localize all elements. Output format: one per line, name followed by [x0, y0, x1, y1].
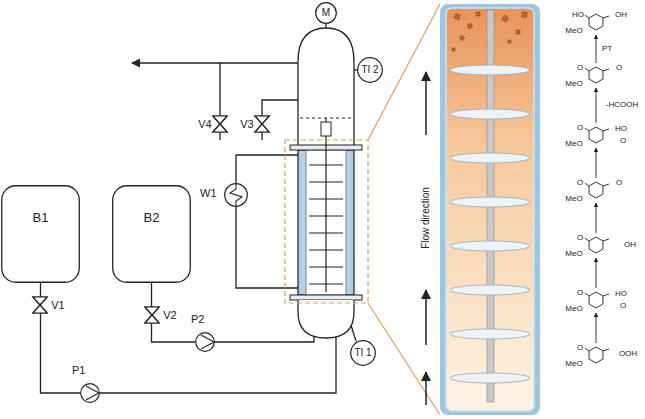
- chem-label: O: [577, 124, 583, 132]
- node-label: P2: [191, 314, 204, 325]
- valve-label: V1: [51, 300, 64, 311]
- temperature-indicator: TI 1: [350, 340, 376, 366]
- chem-label: MeO: [565, 80, 582, 88]
- flow-label: Flow direction: [421, 187, 431, 249]
- node-label: M: [322, 8, 330, 18]
- valve-label: V2: [163, 310, 176, 321]
- reactor-column: [290, 28, 362, 338]
- chem-label: MeO: [565, 360, 582, 368]
- pump-symbol: P1: [80, 383, 100, 403]
- valve-label: V4: [198, 119, 211, 130]
- chem-label: HO: [572, 11, 584, 19]
- pipes: [100, 24, 357, 393]
- chem-label: O: [620, 302, 626, 310]
- chem-label: MeO: [565, 195, 582, 203]
- pump-symbol-outline: [195, 332, 215, 352]
- chem-label: MeO: [565, 140, 582, 148]
- heat-exchanger: W1: [224, 183, 248, 207]
- storage-tank: B1: [1, 185, 80, 283]
- chem-label: OH: [615, 11, 627, 19]
- chem-label: O: [620, 137, 626, 145]
- chem-label: PT: [602, 45, 612, 53]
- chem-label: HO: [615, 125, 627, 133]
- valve-label: V3: [240, 119, 253, 130]
- chem-label: HO: [615, 290, 627, 298]
- node-label: TI 2: [361, 65, 378, 75]
- chem-label: O: [577, 64, 583, 72]
- node-label: TI 1: [354, 348, 371, 358]
- motor-symbol: M: [315, 2, 337, 24]
- reaction-scheme: [585, 14, 609, 363]
- node-label: P1: [72, 365, 85, 376]
- node-label: B1: [33, 211, 49, 224]
- pump-symbol: P2: [195, 332, 215, 352]
- chem-label: MeO: [565, 305, 582, 313]
- node-label: B2: [144, 211, 160, 224]
- pipe-connector: [152, 283, 196, 342]
- chem-label: OH: [624, 241, 636, 249]
- heat-exchanger-outline: [224, 183, 248, 207]
- zoom-frame: [285, 4, 440, 415]
- chem-label: OOH: [619, 350, 637, 358]
- temperature-indicator: TI 2: [357, 57, 383, 83]
- node-label: W1: [200, 188, 217, 199]
- chem-label: O: [577, 179, 583, 187]
- chem-label: O: [577, 344, 583, 352]
- storage-tank: B2: [112, 185, 191, 283]
- chem-label: MeO: [565, 250, 582, 258]
- chem-label: O: [616, 64, 622, 72]
- chem-label: O: [577, 289, 583, 297]
- chem-label: MeO: [565, 27, 582, 35]
- chem-label: O: [577, 234, 583, 242]
- chem-label: O: [616, 179, 622, 187]
- pump-symbol-outline: [80, 383, 100, 403]
- storage-tank-outline: [1, 185, 80, 283]
- pipe-connector: [41, 283, 81, 393]
- inset-column: [440, 4, 540, 415]
- chem-label: -HCOOH: [606, 101, 638, 109]
- storage-tank-outline: [112, 185, 191, 283]
